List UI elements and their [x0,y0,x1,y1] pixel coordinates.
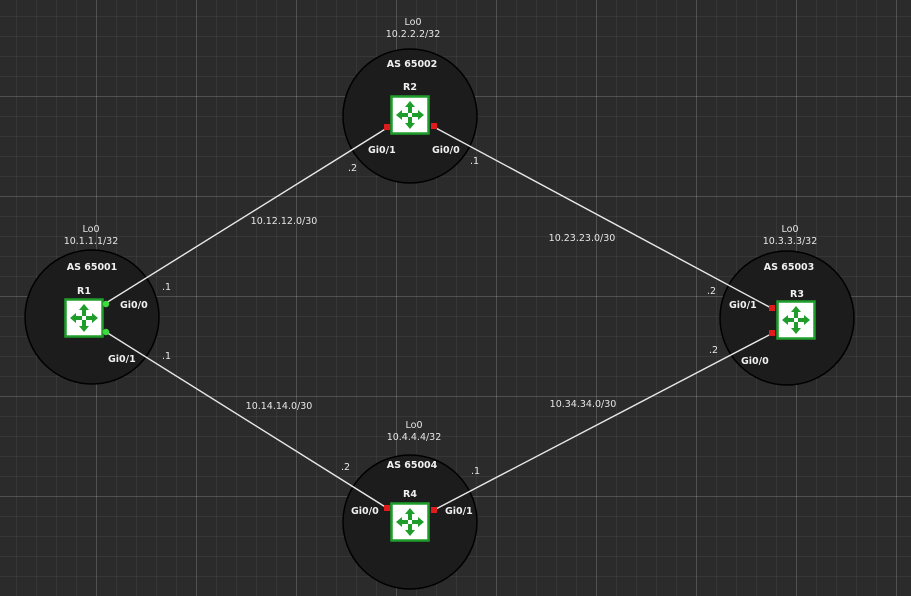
interface-label: Gi0/0 [120,300,148,311]
subnet-label-r4-r3: 10.34.34.0/30 [550,399,617,410]
as-label: AS 65004 [387,460,438,471]
port-status-r3-gi00 [769,330,775,336]
interface-label: Gi0/1 [108,354,136,365]
interface-label: Gi0/0 [351,506,379,517]
link-r2-r3[interactable] [433,126,774,310]
host-octet-label: .2 [707,286,716,297]
port-status-r3-gi01 [769,305,775,311]
link-r1-r4[interactable] [105,331,388,509]
loopback-if-label: Lo0 [406,420,423,431]
host-octet-label: .2 [348,163,357,174]
host-octet-label: .2 [709,345,718,356]
router-name: R4 [403,489,417,500]
as-label: AS 65002 [387,59,438,70]
loopback-if-label: Lo0 [782,224,799,235]
interface-label: Gi0/1 [445,506,473,517]
port-status-r1-gi01 [102,328,110,336]
router-name: R3 [790,289,804,300]
router-icon[interactable] [776,300,816,340]
host-octet-label: .2 [341,462,350,473]
loopback-ip-label: 10.4.4.4/32 [387,432,442,443]
host-octet-label: .1 [162,351,171,362]
port-status-r1-gi00 [102,300,110,308]
subnet-label-r1-r2: 10.12.12.0/30 [251,216,318,227]
subnet-label-r1-r4: 10.14.14.0/30 [246,401,313,412]
interface-label: Gi0/1 [368,145,396,156]
host-octet-label: .1 [162,282,171,293]
router-icon[interactable] [390,502,430,542]
as-label: AS 65001 [67,262,118,273]
host-octet-label: .1 [470,156,479,167]
loopback-ip-label: 10.2.2.2/32 [386,29,441,40]
port-status-r2-gi01 [384,124,390,130]
loopback-ip-label: 10.3.3.3/32 [763,236,818,247]
link-r4-r3[interactable] [433,332,774,511]
router-icon[interactable] [390,95,430,135]
port-status-r4-gi01 [431,507,437,513]
port-status-r4-gi00 [384,505,390,511]
interface-label: Gi0/1 [729,300,757,311]
router-name: R2 [403,82,417,93]
loopback-ip-label: 10.1.1.1/32 [64,236,119,247]
router-icon[interactable] [64,298,104,338]
as-label: AS 65003 [764,262,815,273]
port-status-r2-gi00 [431,123,437,129]
link-r1-r2[interactable] [105,127,388,304]
interface-label: Gi0/0 [741,356,769,367]
loopback-if-label: Lo0 [405,17,422,28]
host-octet-label: .1 [471,466,480,477]
subnet-label-r2-r3: 10.23.23.0/30 [549,233,616,244]
interface-label: Gi0/0 [432,145,460,156]
loopback-if-label: Lo0 [83,224,100,235]
router-name: R1 [77,286,91,297]
